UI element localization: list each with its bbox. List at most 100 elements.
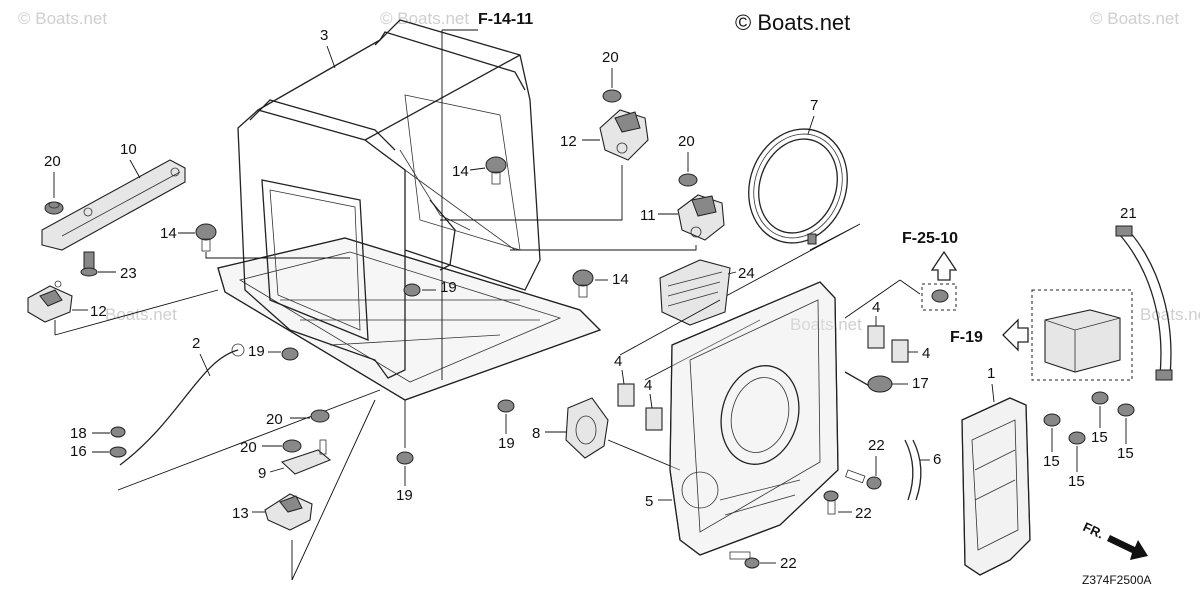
callout-15-a: 15 (1043, 453, 1060, 470)
callout-20-lower-b: 20 (240, 439, 257, 456)
callout-14-b: 14 (160, 225, 177, 242)
clip-part-15-a[interactable] (1043, 413, 1061, 427)
up-arrow-icon (930, 250, 958, 281)
callout-16: 16 (70, 443, 87, 460)
callout-22-b: 22 (855, 505, 872, 522)
bolt-part-23[interactable] (80, 251, 98, 277)
strap-part-21[interactable] (1115, 225, 1173, 381)
ring-seal-part-7[interactable] (733, 115, 863, 257)
reference-f-25-10[interactable]: F-25-10 (902, 230, 958, 247)
bolt-part-22-c[interactable] (729, 551, 760, 569)
watermark-top-left: © Boats.net (18, 9, 107, 28)
callout-24: 24 (738, 265, 755, 282)
ground-cable-part-2[interactable] (119, 343, 245, 466)
callout-22-a: 22 (868, 437, 885, 454)
bracket-part-8[interactable] (565, 397, 609, 459)
washer-part-16[interactable] (109, 446, 127, 458)
callout-21: 21 (1120, 205, 1137, 222)
callout-14-a: 14 (452, 163, 469, 180)
nut-part-19-c[interactable] (497, 399, 515, 413)
callout-19-c: 19 (498, 435, 515, 452)
mount-part-11[interactable] (677, 194, 725, 241)
mount-part-12-left[interactable] (27, 280, 73, 323)
callout-3: 3 (320, 27, 328, 44)
bracket-part-10[interactable] (41, 159, 186, 251)
callout-15-b: 15 (1068, 473, 1085, 490)
pad-part-4-d[interactable] (645, 407, 663, 431)
callout-10: 10 (120, 141, 137, 158)
watermark-mid-left: Boats.net (105, 305, 177, 324)
callout-4-b: 4 (922, 345, 930, 362)
clip-part-15-c[interactable] (1091, 391, 1109, 405)
inverter-part-24[interactable] (659, 259, 731, 326)
callout-1: 1 (987, 365, 995, 382)
watermark-top-right: © Boats.net (1090, 9, 1179, 28)
callout-20-upper-b: 20 (678, 133, 695, 150)
watermark-top-center: © Boats.net (380, 9, 469, 28)
bolt-part-22-a[interactable] (845, 469, 882, 490)
callout-19-a: 19 (440, 279, 457, 296)
callout-20-upper-a: 20 (602, 49, 619, 66)
cable-tie-part-17[interactable] (844, 371, 893, 393)
callout-19-b: 19 (248, 343, 265, 360)
frame-part-3[interactable] (217, 19, 602, 401)
pad-part-4-a[interactable] (867, 325, 885, 349)
pad-part-4-b[interactable] (891, 339, 909, 363)
callout-5: 5 (645, 493, 653, 510)
callout-12-upper: 12 (560, 133, 577, 150)
callout-17: 17 (912, 375, 929, 392)
callout-4-c: 4 (614, 353, 622, 370)
callout-23: 23 (120, 265, 137, 282)
callout-20-lower-a: 20 (266, 411, 283, 428)
cover-part-1[interactable] (961, 397, 1031, 576)
pad-part-4-c[interactable] (617, 383, 635, 407)
nut-part-20-upper-b[interactable] (678, 173, 698, 187)
callout-6: 6 (933, 451, 941, 468)
callout-18: 18 (70, 425, 87, 442)
callout-7: 7 (810, 97, 818, 114)
callout-4-d: 4 (644, 377, 652, 394)
nut-part-19-a[interactable] (403, 283, 421, 297)
nut-part-19-d[interactable] (396, 451, 414, 465)
copyright-text: © Boats.net (735, 10, 850, 35)
reference-f-14-11[interactable]: F-14-11 (478, 11, 533, 28)
battery-icon (1044, 309, 1121, 373)
mount-part-12-upper[interactable] (599, 109, 649, 161)
mount-part-13[interactable] (264, 493, 313, 531)
bumper-part-14-a[interactable] (485, 156, 507, 185)
side-panel-part-5[interactable] (669, 281, 839, 556)
callout-15-d: 15 (1117, 445, 1134, 462)
nut-part-20-lower-b[interactable] (282, 439, 302, 453)
callout-2: 2 (192, 335, 200, 352)
clip-part-15-b[interactable] (1068, 431, 1086, 445)
front-direction-indicator: FR. (1081, 519, 1148, 560)
plate-part-9[interactable] (280, 439, 332, 475)
bumper-part-14-c[interactable] (572, 269, 594, 298)
front-label: FR. (1081, 519, 1106, 541)
watermark-mid-right: Boats.net (790, 315, 862, 334)
bolt-part-22-b[interactable] (823, 490, 839, 515)
callout-12-left: 12 (90, 303, 107, 320)
callout-11: 11 (640, 207, 656, 224)
callout-8: 8 (532, 425, 540, 442)
callout-22-c: 22 (780, 555, 797, 572)
nut-part-20-left[interactable] (44, 201, 64, 215)
callout-9: 9 (258, 465, 266, 482)
callout-20-left: 20 (44, 153, 61, 170)
reference-f-19[interactable]: F-19 (950, 329, 983, 346)
left-arrow-icon (1002, 318, 1029, 352)
front-arrow-icon (1107, 535, 1148, 560)
tube-part-6[interactable] (904, 439, 922, 501)
clip-part-15-d[interactable] (1117, 403, 1135, 417)
bumper-part-14-b[interactable] (195, 223, 217, 252)
watermark-right-edge: Boats.net (1140, 305, 1200, 324)
callout-4-a: 4 (872, 299, 880, 316)
nut-part-19-b[interactable] (281, 347, 299, 361)
nut-part-20-lower-a[interactable] (310, 409, 330, 423)
callout-19-d: 19 (396, 487, 413, 504)
callout-15-c: 15 (1091, 429, 1108, 446)
screw-part-18[interactable] (110, 426, 126, 438)
nut-part-20-upper-a[interactable] (602, 89, 622, 103)
